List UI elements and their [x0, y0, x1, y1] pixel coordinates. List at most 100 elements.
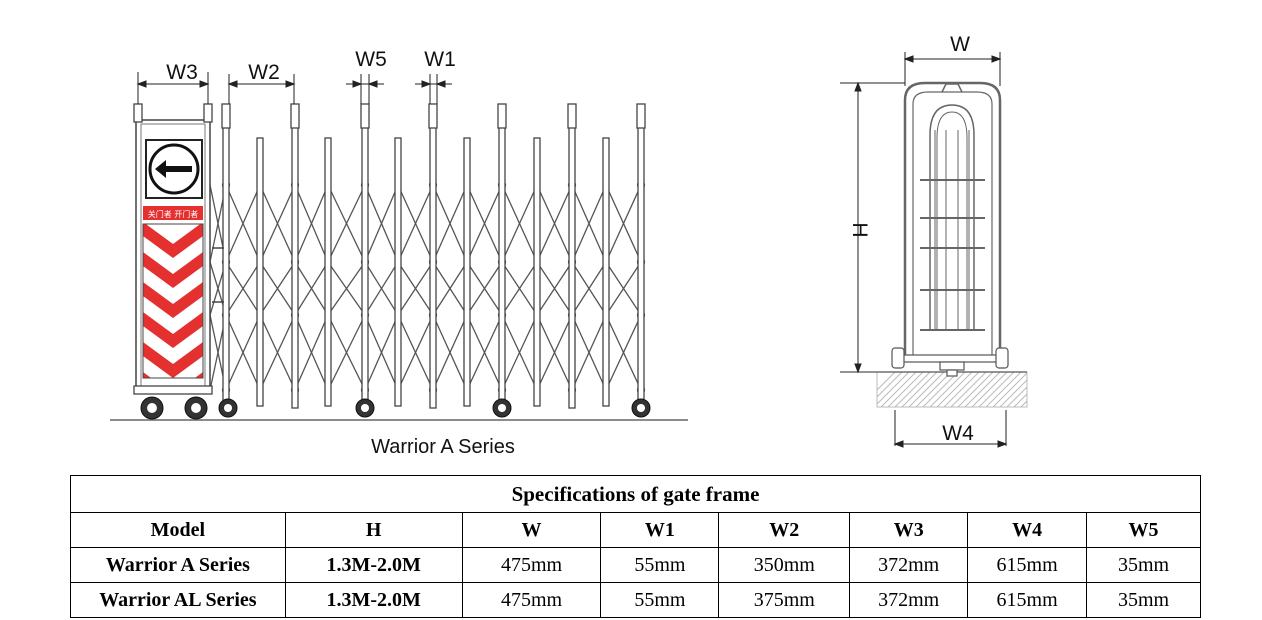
ground-hatch	[877, 372, 1063, 407]
scissor-link	[466, 261, 503, 316]
side-crossbars	[920, 130, 985, 331]
table-row: Warrior A Series 1.3M-2.0M 475mm 55mm 35…	[70, 547, 1201, 583]
head-unit: 关门者 开门者	[133, 103, 224, 395]
hatch-line	[978, 372, 1015, 407]
scissor-link	[397, 261, 434, 316]
cell-w5: 35mm	[1086, 582, 1201, 618]
gate-drawing: 关门者 开门者	[110, 33, 1063, 458]
ground-block	[876, 371, 1028, 408]
cell-h: 1.3M-2.0M	[284, 547, 463, 583]
hatch-line	[985, 372, 1022, 407]
dimension-label-w5: W5	[355, 48, 387, 71]
scissor-link	[501, 184, 538, 263]
cell-w1: 55mm	[600, 547, 720, 583]
chevron-stripe	[143, 224, 203, 258]
hatch-line	[971, 372, 1008, 407]
scissor-link	[605, 184, 642, 263]
scissor-link	[536, 261, 573, 316]
hatch-line	[922, 372, 959, 407]
scissor-link	[605, 261, 642, 316]
scissor-link	[225, 261, 261, 316]
dimension-label-w4: W4	[942, 422, 974, 445]
cell-w4: 615mm	[967, 547, 1088, 583]
gate-post-cap	[497, 103, 507, 129]
head-post-cap	[133, 103, 143, 123]
hatch-line	[936, 372, 973, 407]
hatch-line	[908, 372, 945, 407]
scissor-link	[327, 184, 366, 263]
scissor-link	[364, 184, 399, 263]
cell-w: 475mm	[461, 582, 602, 618]
hatch-line	[901, 372, 938, 407]
gate-post	[291, 117, 299, 409]
spec-table: Specifications of gate frame Model H W W…	[70, 475, 1201, 618]
scissor-link	[259, 261, 296, 316]
dimension-label-w1: W1	[424, 48, 456, 71]
hatch-line	[1020, 400, 1027, 407]
header-w1: W1	[600, 512, 720, 548]
hatch-line	[877, 372, 903, 398]
gate-wheels	[140, 396, 651, 420]
side-view-gate: W H W4	[840, 33, 1063, 448]
header-w: W	[461, 512, 602, 548]
head-unit-base	[133, 385, 213, 395]
hatch-line	[1006, 386, 1027, 407]
cell-w3: 372mm	[849, 547, 969, 583]
scissor-link	[605, 314, 642, 391]
scissor-link	[294, 261, 329, 316]
scissor-link	[501, 261, 538, 316]
wheel-hub	[636, 403, 646, 413]
hatch-line	[880, 372, 917, 407]
gate-post-cap	[567, 103, 577, 129]
gate-post-cap	[221, 103, 231, 129]
gate-post-cap	[290, 103, 300, 129]
chevron-stripe	[143, 312, 203, 348]
scissor-link	[364, 314, 399, 391]
chevron-stripe	[143, 252, 203, 288]
gate-post	[361, 117, 369, 409]
scissor-link	[294, 314, 329, 391]
gate-post	[222, 117, 230, 409]
gate-post	[256, 137, 264, 407]
side-wheel	[995, 347, 1009, 369]
wheel-hub	[191, 403, 201, 413]
scissor-link	[327, 261, 366, 316]
scissor-link	[294, 184, 329, 263]
gate-post	[324, 137, 332, 407]
scissor-link	[432, 314, 468, 391]
scissor-link	[259, 184, 296, 263]
head-post-cap	[203, 103, 213, 123]
chevron-stripes	[143, 224, 203, 378]
header-w5: W5	[1086, 512, 1201, 548]
gate-post	[568, 117, 576, 409]
scissor-link	[432, 184, 468, 263]
header-w2: W2	[718, 512, 851, 548]
header-w4: W4	[967, 512, 1088, 548]
dimension-label-w3: W3	[166, 61, 198, 84]
hatch-line	[999, 379, 1027, 407]
sign-strip-text: 关门者 开门者	[148, 209, 199, 219]
side-dimensions	[840, 52, 1008, 448]
hatch-line	[929, 372, 966, 407]
scissor-link	[571, 184, 607, 263]
header-model: Model	[70, 512, 286, 548]
gate-post-cap	[360, 103, 370, 129]
gate-post	[498, 117, 506, 409]
scissor-link	[571, 261, 607, 316]
spec-table-title: Specifications of gate frame	[70, 475, 1201, 513]
wheel-hub	[223, 403, 233, 413]
gate-post	[637, 117, 645, 409]
hatch-line	[1028, 372, 1063, 407]
scissor-link	[571, 314, 607, 391]
scissor-link	[397, 314, 434, 391]
table-row: Warrior AL Series 1.3M-2.0M 475mm 55mm 3…	[70, 582, 1201, 618]
scissor-link	[536, 184, 573, 263]
front-view-gate: 关门者 开门者	[110, 48, 688, 458]
scissor-link	[466, 184, 503, 263]
cell-model: Warrior AL Series	[70, 582, 286, 618]
cell-w1: 55mm	[600, 582, 720, 618]
scissor-link	[536, 314, 573, 391]
scissor-link	[466, 314, 503, 391]
gate-post	[463, 137, 471, 407]
dimension-label-w2: W2	[248, 61, 280, 84]
